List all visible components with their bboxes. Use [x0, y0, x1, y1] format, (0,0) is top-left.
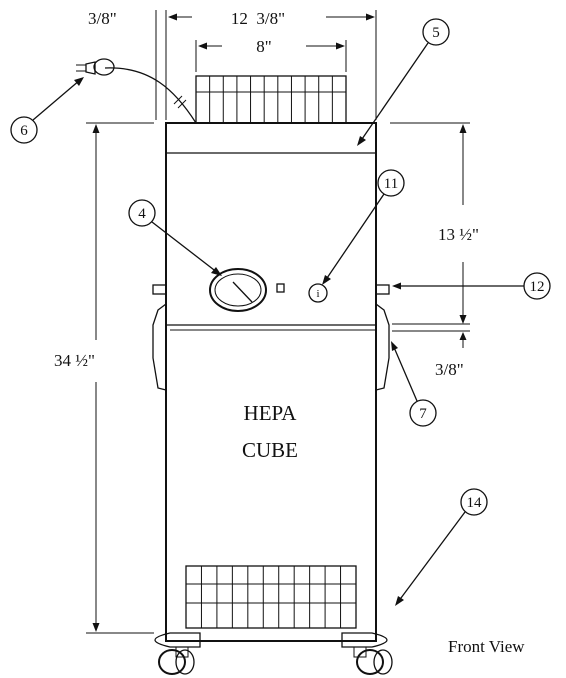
dim-upper-height: 13 ½" [438, 225, 479, 244]
callout-4-label: 4 [138, 206, 146, 222]
pressure-gauge [209, 268, 267, 312]
callout-14: 14 [395, 488, 488, 606]
handle-right [375, 303, 390, 391]
callout-4: 4 [128, 199, 222, 276]
dim-total-height: 34 ½" [54, 351, 95, 370]
power-cord [76, 58, 197, 124]
wheel-left [158, 649, 195, 675]
handles [152, 303, 390, 391]
foot-left [154, 632, 201, 648]
dim-offset-top: 3/8" [88, 9, 117, 28]
view-caption: Front View [448, 637, 525, 656]
callout-5: 5 [357, 18, 450, 146]
callout-12-label: 12 [530, 279, 545, 295]
callout-11: 11 [322, 169, 405, 285]
callout-5-label: 5 [432, 25, 440, 41]
callout-7-label: 7 [419, 406, 427, 422]
top-grille [195, 75, 347, 124]
dimension-lines [86, 10, 470, 634]
callout-7: 7 [391, 341, 437, 427]
indicator-light: i [308, 283, 328, 303]
cabinet [165, 122, 377, 642]
power-plug [76, 58, 115, 76]
unit-label-line1: HEPA [244, 401, 298, 425]
callout-11-label: 11 [384, 176, 398, 192]
callout-12: 12 [392, 272, 551, 300]
handle-left [152, 303, 167, 391]
cabinet-body [165, 122, 377, 642]
small-switch [276, 283, 285, 293]
side-tabs [152, 284, 390, 295]
dim-gap: 3/8" [435, 360, 464, 379]
dim-grille-width: 8" [256, 37, 271, 56]
unit-label-line2: CUBE [242, 438, 298, 462]
foot-right [341, 632, 388, 648]
base-and-wheels [154, 632, 393, 675]
wheel-right [356, 649, 393, 675]
callout-6: 6 [10, 77, 84, 144]
bottom-grille [185, 565, 357, 629]
callout-6-label: 6 [20, 123, 28, 139]
indicator-label: i [316, 288, 319, 300]
callout-14-label: 14 [467, 495, 483, 511]
dim-total-width: 12 3/8" [231, 9, 285, 28]
